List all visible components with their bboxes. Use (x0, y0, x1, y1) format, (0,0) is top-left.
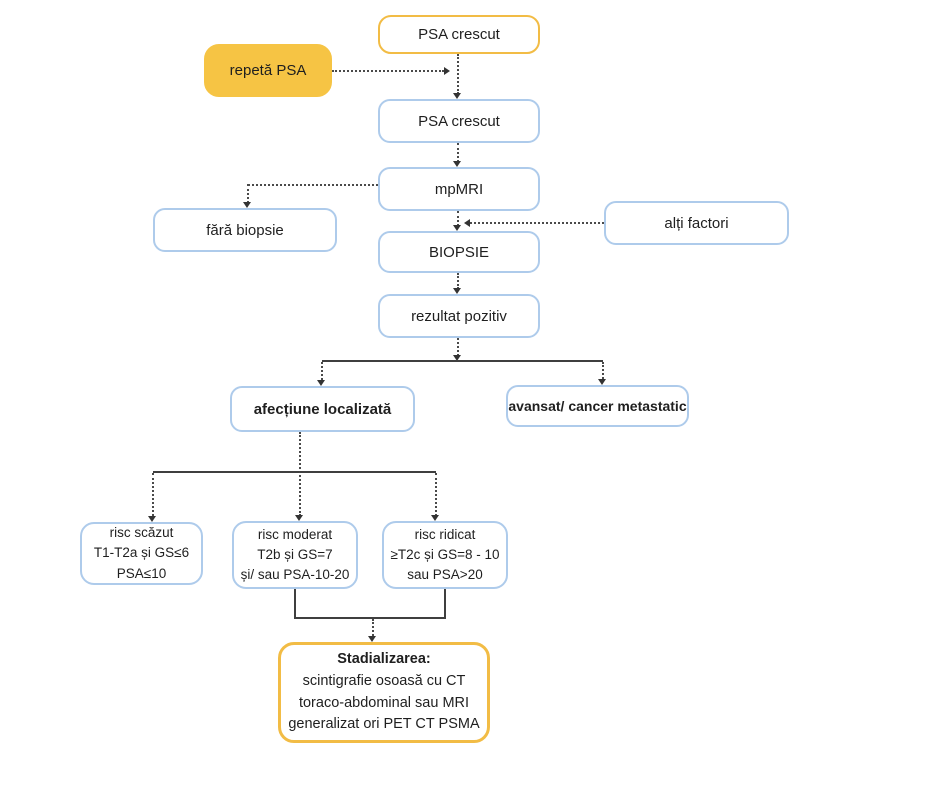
connector-branch-to-low-risk (152, 473, 154, 516)
node-high-risk: risc ridicat ≥T2c și GS=8 - 10 sau PSA>2… (382, 521, 508, 589)
node-high-risk-line3: sau PSA>20 (407, 567, 483, 583)
node-advanced-metastatic-label: avansat/ cancer metastatic (508, 398, 687, 414)
node-intermediate-risk-line2: T2b și GS=7 (257, 546, 333, 562)
branch-line-localized-advanced (322, 360, 603, 362)
node-psa-initial: PSA crescut (378, 15, 540, 54)
arrowhead-into-result (453, 288, 461, 294)
node-psa-initial-label: PSA crescut (418, 26, 500, 43)
node-high-risk-line1: risc ridicat (414, 526, 476, 542)
node-low-risk-line3: PSA≤10 (116, 565, 167, 581)
arrowhead-into-biopsy (453, 225, 461, 231)
node-intermediate-risk-line1: risc moderat (257, 526, 333, 542)
node-other-factors: alți factori (604, 201, 789, 245)
arrowhead-into-high-risk (431, 515, 439, 521)
node-staging-title: Stadializarea: (337, 651, 431, 667)
connector-branch-to-localized (321, 362, 323, 380)
connector-branch-to-advanced (602, 362, 604, 379)
node-staging-line3: generalizat ori PET CT PSMA (288, 716, 480, 733)
node-low-risk-line2: T1-T2a și GS≤6 (93, 545, 190, 561)
node-intermediate-risk-line3: și/ sau PSA-10-20 (240, 567, 350, 583)
arrowhead-into-advanced (598, 379, 606, 385)
connector-psa-repeat-to-mpmri (457, 143, 459, 162)
arrowhead-repeat-psa (444, 67, 450, 75)
arrowhead-into-intermediate-risk (295, 515, 303, 521)
connector-psa-initial-to-psa-repeat (457, 54, 459, 94)
node-localized-disease: afecțiune localizată (230, 386, 415, 432)
node-low-risk: risc scăzut T1-T2a și GS≤6 PSA≤10 (80, 522, 203, 585)
connector-high-risk-down (444, 589, 446, 618)
connector-intermediate-risk-down (294, 589, 296, 618)
node-no-biopsy-label: fără biopsie (206, 221, 284, 239)
arrowhead-other-factors (464, 219, 470, 227)
node-staging-line2: toraco-abdominal sau MRI (298, 694, 470, 711)
connector-result-to-branch (457, 338, 459, 356)
node-repeat-psa: repetă PSA (204, 44, 332, 97)
connector-other-factors-to-biopsy (470, 222, 604, 224)
node-low-risk-line1: risc scăzut (109, 525, 174, 541)
node-positive-result-label: rezultat pozitiv (411, 307, 507, 325)
arrowhead-result-branch (453, 355, 461, 361)
connector-mpmri-to-no-biopsy-h (248, 184, 378, 186)
connector-localized-to-risks (299, 432, 301, 516)
node-psa-repeat-result-label: PSA crescut (418, 112, 500, 130)
node-positive-result: rezultat pozitiv (378, 294, 540, 338)
connector-mpmri-to-no-biopsy-v (247, 184, 249, 203)
node-mpmri-label: mpMRI (434, 180, 484, 198)
node-biopsy-label: BIOPSIE (428, 243, 490, 261)
arrowhead-into-psa-repeat (453, 93, 461, 99)
node-high-risk-line2: ≥T2c și GS=8 - 10 (390, 546, 500, 562)
connector-repeat-psa-to-flow (332, 70, 444, 72)
connector-mpmri-to-biopsy (457, 211, 459, 226)
arrowhead-into-mpmri (453, 161, 461, 167)
branch-line-risk-groups (153, 471, 436, 473)
node-staging: Stadializarea: scintigrafie osoasă cu CT… (278, 642, 490, 743)
node-intermediate-risk: risc moderat T2b și GS=7 și/ sau PSA-10-… (232, 521, 358, 589)
node-psa-repeat-result: PSA crescut (378, 99, 540, 143)
node-no-biopsy: fără biopsie (153, 208, 337, 252)
arrowhead-into-staging (368, 636, 376, 642)
node-mpmri: mpMRI (378, 167, 540, 211)
branch-line-staging (294, 617, 446, 619)
node-repeat-psa-label: repetă PSA (229, 62, 307, 79)
node-biopsy: BIOPSIE (378, 231, 540, 273)
connector-branch-to-high-risk (435, 473, 437, 516)
node-localized-disease-label: afecțiune localizată (253, 400, 392, 418)
connector-branch-to-staging (372, 619, 374, 636)
arrowhead-into-no-biopsy (243, 202, 251, 208)
connector-biopsy-to-result (457, 273, 459, 289)
arrowhead-into-localized (317, 380, 325, 386)
node-staging-line1: scintigrafie osoasă cu CT (302, 672, 466, 689)
node-advanced-metastatic: avansat/ cancer metastatic (506, 385, 689, 427)
arrowhead-into-low-risk (148, 516, 156, 522)
node-other-factors-label: alți factori (664, 214, 729, 232)
